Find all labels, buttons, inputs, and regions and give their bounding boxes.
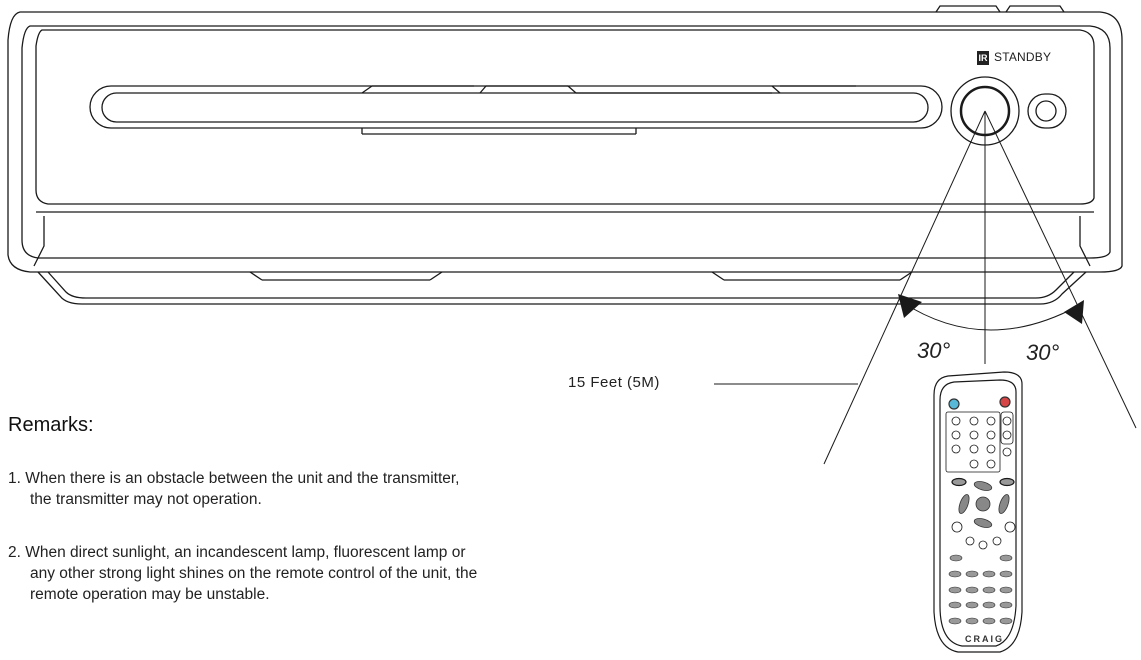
angle-left-label: 30° [917, 338, 951, 363]
ir-sensor-label: IR [977, 51, 989, 65]
standby-label: STANDBY [994, 50, 1052, 64]
reception-lines [714, 110, 1137, 465]
remark-2-line-2: any other strong light shines on the rem… [30, 565, 478, 582]
angle-right-label: 30° [1026, 340, 1060, 365]
dvd-player-body [7, 5, 1123, 305]
remark-2-line-1: 2. When direct sunlight, an incandescent… [8, 544, 466, 561]
remote-brand-label: CRAIG [965, 634, 1004, 644]
remark-1-line-1: 1. When there is an obstacle between the… [8, 470, 460, 487]
distance-label: 15 Feet (5M) [568, 374, 660, 391]
remarks-title: Remarks: [8, 414, 94, 436]
remote-control [933, 371, 1023, 653]
remark-item-1: 1. When there is an obstacle between the… [8, 468, 668, 510]
remark-item-2: 2. When direct sunlight, an incandescent… [8, 542, 668, 605]
angle-arrows [898, 294, 1084, 324]
remark-2-line-3: remote operation may be unstable. [30, 586, 270, 603]
remark-1-line-2: the transmitter may not operation. [30, 491, 262, 508]
